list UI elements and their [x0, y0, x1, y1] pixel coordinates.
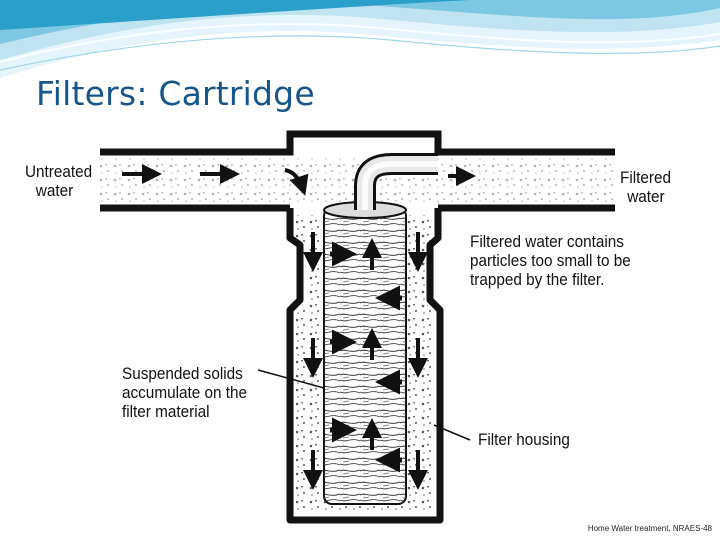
filter-housing-text: Filter housing [478, 430, 570, 449]
filtered-water-label: Filtered water [620, 168, 671, 206]
untreated-label-line1: Untreated [25, 162, 93, 181]
suspended-line3: filter material [122, 402, 210, 421]
label-leader-lines [257, 369, 471, 441]
suspended-solids-label: Suspended solids accumulate on the filte… [122, 364, 247, 421]
cartridge-filter-diagram [100, 130, 615, 524]
suspended-line1: Suspended solids [122, 364, 243, 383]
filtered-contains-label: Filtered water contains particles too sm… [470, 232, 631, 289]
outlet-tube [354, 153, 438, 210]
filter-housing-label: Filter housing [478, 430, 570, 449]
source-citation: Home Water treatment, NRAES-48 [587, 524, 712, 533]
filtered-contains-line1: Filtered water contains [470, 232, 624, 251]
untreated-water-label: Untreated water [25, 162, 92, 200]
header-swoosh-decoration [0, 0, 720, 78]
untreated-label-line2: water [35, 181, 74, 200]
slide-title: Filters: Cartridge [36, 74, 315, 113]
filtered-contains-line2: particles too small to be [470, 251, 631, 270]
suspended-line2: accumulate on the [122, 383, 248, 402]
filtered-label-line1: Filtered [620, 168, 672, 187]
flow-arrows [122, 164, 476, 490]
filtered-label-line2: water [627, 187, 665, 206]
filtered-contains-line3: trapped by the filter. [470, 270, 605, 289]
